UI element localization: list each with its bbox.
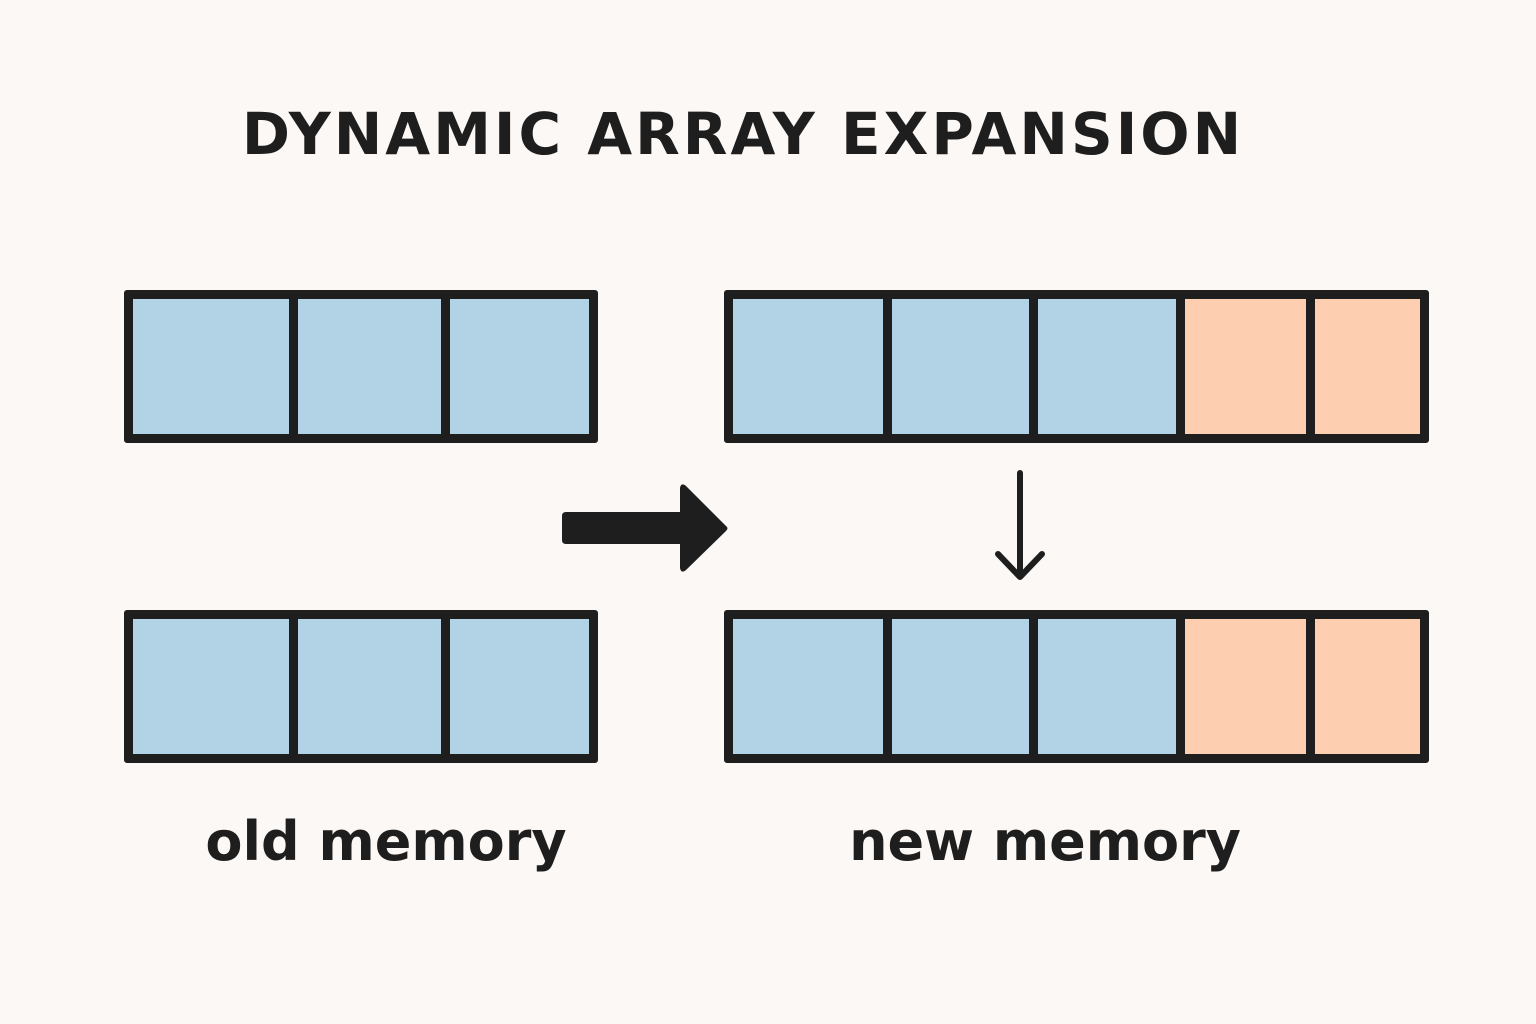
new-memory-array-bottom (724, 610, 1429, 763)
array-cell (133, 299, 289, 434)
array-cell (883, 619, 1029, 754)
array-cell-new (1306, 299, 1420, 434)
diagram-title: DYNAMIC ARRAY EXPANSION (241, 100, 1245, 168)
array-cell (883, 299, 1029, 434)
down-arrow-icon (995, 470, 1045, 580)
old-memory-array-top (124, 290, 598, 443)
old-memory-label: old memory (205, 810, 567, 873)
new-memory-label: new memory (849, 810, 1241, 873)
array-cell (1029, 619, 1176, 754)
array-cell (441, 619, 589, 754)
right-arrow-icon (562, 484, 728, 572)
array-cell-new (1176, 619, 1306, 754)
array-cell-new (1306, 619, 1420, 754)
array-cell (289, 299, 441, 434)
array-cell (1029, 299, 1176, 434)
old-memory-array-bottom (124, 610, 598, 763)
array-cell (133, 619, 289, 754)
array-cell (441, 299, 589, 434)
array-cell (733, 299, 883, 434)
new-memory-array-top (724, 290, 1429, 443)
array-cell (733, 619, 883, 754)
array-cell-new (1176, 299, 1306, 434)
array-cell (289, 619, 441, 754)
